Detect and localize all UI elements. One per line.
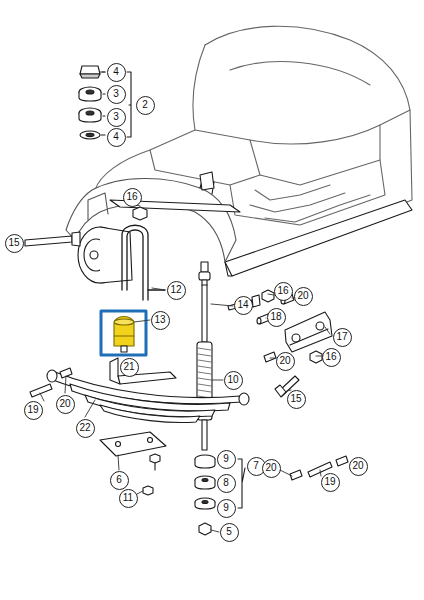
coil-stroke [198,384,211,386]
bumper-kit [79,66,105,139]
coil-stroke [198,348,211,350]
callout-number: 11 [119,489,138,508]
callout-number: 20 [262,459,281,478]
coil-stroke [198,372,211,374]
coil-stroke [198,360,211,362]
callout-number: 3 [107,85,126,104]
callout-number: 16 [274,282,293,301]
spring-bracket [110,358,176,384]
u-bolt [122,225,165,300]
callout-number: 16 [322,348,341,367]
nut [143,486,153,495]
nut [133,207,147,220]
leader-lines [24,72,330,532]
callout-number: 13 [151,311,170,330]
callout-number: 19 [321,473,340,492]
callout-number: 16 [123,188,142,207]
callout-number: 18 [267,308,286,327]
shock-absorber [197,262,212,450]
callout-number: 15 [5,234,24,253]
callout-number: 12 [167,281,186,300]
callout-number: 20 [294,287,313,306]
callout-number: 9 [217,450,236,469]
callout-number: 19 [24,401,43,420]
callout-number: 20 [349,457,368,476]
callout-number: 3 [107,108,126,127]
bushing [264,352,276,362]
leaf-spring [47,370,249,423]
callout-number: 14 [234,296,253,315]
callout-number: 8 [217,474,236,493]
coil-stroke [198,378,211,380]
callout-number: 15 [287,390,306,409]
callout-number: 6 [110,471,129,490]
group-bracket [127,72,131,137]
callout-number: 9 [217,499,236,518]
callout-number: 22 [76,419,95,438]
callout-number: 17 [333,328,352,347]
group-bracket [238,459,245,508]
bushing-kit [195,455,215,535]
bushing [290,456,348,480]
nut [262,290,274,302]
frame-rail [110,172,240,212]
coil-stroke [198,390,211,392]
callout-number: 20 [276,352,295,371]
nut [310,351,322,363]
callout-number: 4 [107,128,126,147]
coil-stroke [198,354,211,356]
callout-number: 20 [56,395,75,414]
bolt [18,232,80,246]
spindle-hub [78,227,132,283]
clamp-plate [100,432,166,470]
highlight-box [101,311,146,355]
callout-number: 2 [136,96,155,115]
callout-number: 21 [120,358,139,377]
bump-stop [114,317,134,353]
callout-number: 4 [107,63,126,82]
callout-number: 10 [224,371,243,390]
shackle [285,312,332,352]
callout-number: 5 [220,523,239,542]
coil-stroke [198,366,211,368]
